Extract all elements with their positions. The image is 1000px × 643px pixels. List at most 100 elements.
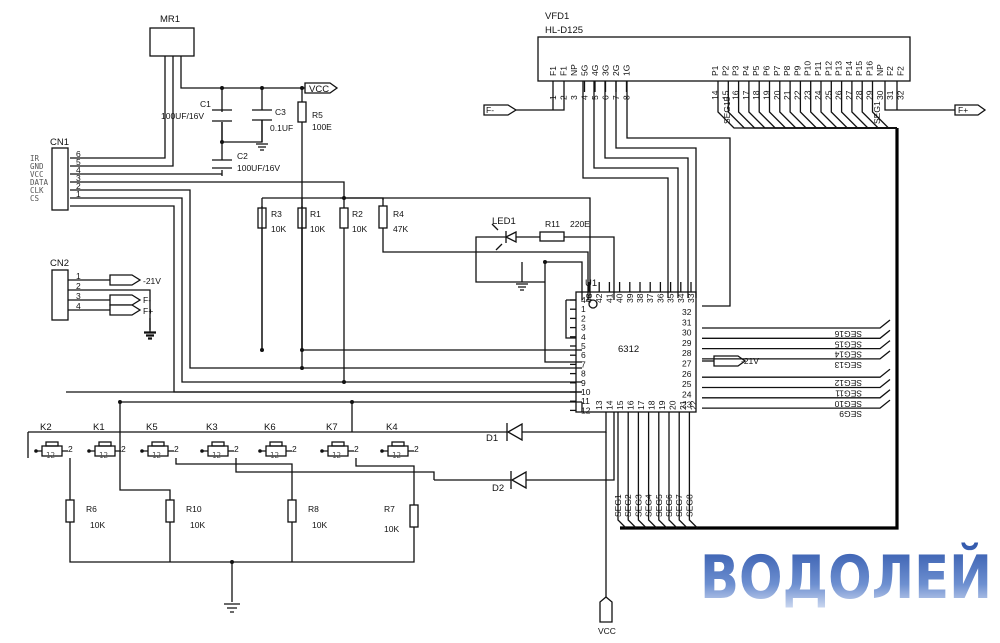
seg-bottom-seg4: SEG4 <box>644 494 654 517</box>
key-node <box>87 449 91 453</box>
vfd-pin-num-24: 24 <box>813 90 823 100</box>
u1-pin-33: 33 <box>686 293 696 303</box>
key-cap <box>151 441 165 447</box>
u1-pin-23: 23 <box>682 400 692 410</box>
seg-line-bottom <box>637 412 647 529</box>
vfd-pin-num-26: 26 <box>834 90 844 100</box>
vfd-seg15-label: SEG15 <box>722 96 732 124</box>
key-cap <box>331 441 345 447</box>
r4-label: R4 <box>393 209 404 219</box>
vfd-pin-name-r0: P1 <box>710 65 720 76</box>
led1-label: LED1 <box>492 216 516 227</box>
vfd-pin-name-0: F1 <box>548 66 558 76</box>
fplus-net: F+ <box>958 105 968 115</box>
r6-label: R6 <box>86 504 97 514</box>
key-pin-2: 2 <box>121 444 126 454</box>
r10-value: 10K <box>190 520 205 530</box>
key-pins: 12 <box>212 451 221 460</box>
key-node <box>380 449 384 453</box>
vfd-pin-num-16: 16 <box>731 90 741 100</box>
seg-right-seg10: SEG10 <box>834 399 862 409</box>
vfd-pin-num-17: 17 <box>741 90 751 100</box>
u1-pin-25: 25 <box>682 379 692 389</box>
seg-right-seg14: SEG14 <box>834 350 862 360</box>
cn1-signal-vcc: VCC <box>30 170 44 179</box>
u1-pin-35: 35 <box>666 293 676 303</box>
watermark-logo: ВОДОЛЕЙ <box>700 541 992 613</box>
seg-line-bottom <box>668 412 678 529</box>
vfd-pin-num-14: 14 <box>710 90 720 100</box>
u1-pin-40: 40 <box>615 293 625 303</box>
seg-right-seg16: SEG16 <box>834 329 862 339</box>
vfd-pin-name-r2: P3 <box>731 65 741 76</box>
r2-label: R2 <box>352 209 363 219</box>
r6-value: 10K <box>90 520 105 530</box>
seg-line-bottom <box>617 412 627 529</box>
cn1-signal-clk: CLK <box>30 186 44 195</box>
u1-pin-6: 6 <box>581 350 586 360</box>
u1-ref: U1 <box>585 278 597 289</box>
u1-pin-37: 37 <box>645 293 655 303</box>
vfd-pin-name-5: 3G <box>601 65 611 76</box>
vfd-pin-name-r10: P11 <box>813 61 823 76</box>
key-pin-2: 2 <box>354 444 359 454</box>
vfd-pin-name-r17: F2 <box>885 66 895 76</box>
r5-label: R5 <box>312 110 323 120</box>
u1-pin-13: 13 <box>594 400 604 410</box>
vfd-pin-num-15: 15 <box>720 90 730 100</box>
vfd-pin-num-18: 18 <box>751 90 761 100</box>
c2-value: 100UF/16V <box>237 163 280 173</box>
key-pin-2: 2 <box>174 444 179 454</box>
mr1-label: MR1 <box>160 14 180 25</box>
vfd-pin-name-r14: P15 <box>854 61 864 76</box>
key-node <box>34 449 38 453</box>
r11-value: 220E <box>570 219 590 229</box>
u1-pin-38: 38 <box>635 293 645 303</box>
vfd-pin-num-29: 29 <box>865 90 875 100</box>
vfd-pin-num-30: 30 <box>875 90 885 100</box>
vfd-pin-name-r15: P16 <box>865 61 875 76</box>
key-label-k2: K2 <box>40 422 52 433</box>
u1-pin-1: 1 <box>581 304 586 314</box>
vfd-pin-name-r7: P8 <box>782 65 792 76</box>
r1-value: 10K <box>310 224 325 234</box>
vcc-net-bottom: VCC <box>598 626 616 636</box>
u1-pin-32: 32 <box>682 307 692 317</box>
u1-pin-44: 44 <box>581 295 591 305</box>
cn2-label: CN2 <box>50 258 69 269</box>
seg-right-seg9: SEG9 <box>839 409 862 419</box>
vfd-pin-name-6: 2G <box>611 65 621 76</box>
cn2-pin-2: 2 <box>76 281 81 291</box>
fminus-net: F- <box>486 105 494 115</box>
key-pins: 12 <box>46 451 55 460</box>
watermark-text: ВОДОЛЕЙ <box>700 541 992 613</box>
u1-pin-26: 26 <box>682 369 692 379</box>
seg-line-bottom <box>688 412 698 529</box>
vfd-pin-name-r3: P4 <box>741 65 751 76</box>
vfd-pin-num-20: 20 <box>772 90 782 100</box>
r2-value: 10K <box>352 224 367 234</box>
key-cap <box>211 441 225 447</box>
u1-pin-10: 10 <box>581 387 591 397</box>
key-label-k1: K1 <box>93 422 105 433</box>
cn1-pin-4: 4 <box>76 165 81 175</box>
u1-pin-22: 22 <box>689 400 699 410</box>
cn1-signal-cs: CS <box>30 194 40 203</box>
vfd-seg1-label: SEG1 <box>872 101 882 124</box>
c3-label: C3 <box>275 107 286 117</box>
key-pins: 12 <box>99 451 108 460</box>
r1-label: R1 <box>310 209 321 219</box>
vfd-pin-name-r11: P12 <box>823 61 833 76</box>
u1-part: 6312 <box>618 344 639 355</box>
r8-label: R8 <box>308 504 319 514</box>
vfd-pin-name-r9: P10 <box>803 61 813 76</box>
vfd-pin-num-27: 27 <box>844 90 854 100</box>
cn1-signal-data: DATA <box>30 178 49 187</box>
u1-pin-7: 7 <box>581 359 586 369</box>
cn2-pin-3: 3 <box>76 291 81 301</box>
u1-pin-4: 4 <box>581 332 586 342</box>
